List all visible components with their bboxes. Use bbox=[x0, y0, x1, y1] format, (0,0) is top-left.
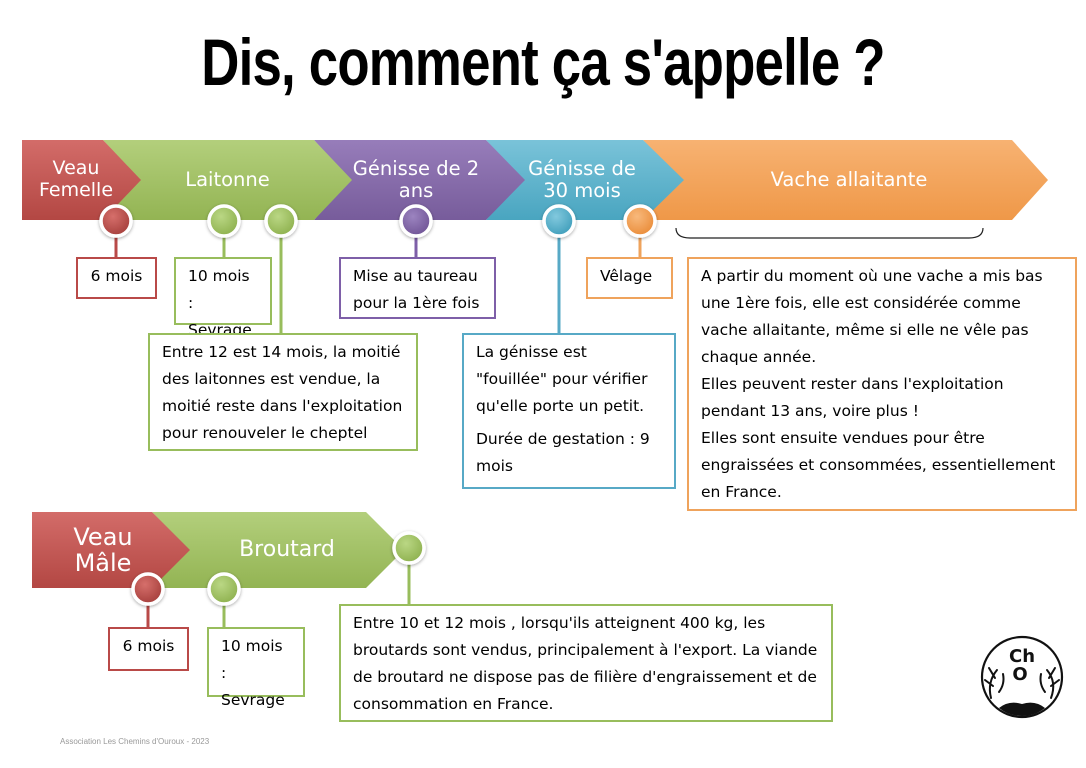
arrow-vache-allaitante bbox=[643, 140, 1048, 220]
stage-label-vache-allaitante: Vache allaitante bbox=[770, 167, 928, 191]
footer-credit: Association Les Chemins d'Ouroux - 2023 bbox=[60, 737, 210, 746]
box-male-six-months: 6 mois bbox=[108, 627, 189, 671]
arrow-genisse-30-mois bbox=[486, 140, 684, 220]
logo-text-top: Ch bbox=[1009, 646, 1035, 667]
association-logo: Ch O bbox=[980, 635, 1064, 719]
arrow-veau-male bbox=[32, 512, 190, 588]
arrow-laitonne bbox=[103, 140, 352, 220]
dot bbox=[542, 204, 576, 238]
dot bbox=[131, 572, 165, 606]
male-timeline bbox=[32, 512, 404, 588]
stage-label-genisse-2-ans: Génisse de 2 ans bbox=[352, 156, 480, 202]
logo-text-bottom: O bbox=[1012, 664, 1027, 685]
bracket bbox=[675, 227, 984, 239]
box-laitonne-sale: Entre 12 est 14 mois, la moitié des lait… bbox=[148, 333, 418, 451]
box-mating: Mise au taureau pour la 1ère fois bbox=[339, 257, 496, 319]
box-pregnancy-check: La génisse est "fouillée" pour vérifier … bbox=[462, 333, 676, 489]
arrow-genisse-2-ans bbox=[314, 140, 525, 220]
stage-label-genisse-30-mois: Génisse de 30 mois bbox=[528, 156, 636, 202]
dot bbox=[399, 204, 433, 238]
box-suckler-cow: A partir du moment où une vache a mis ba… bbox=[687, 257, 1077, 511]
dot bbox=[392, 531, 426, 565]
arrow-veau-femelle bbox=[22, 140, 141, 220]
page-title: Dis, comment ça s'appelle ? bbox=[201, 25, 885, 99]
box-weaning: 10 mois : Sevrage bbox=[174, 257, 272, 339]
stage-label-broutard: Broutard bbox=[239, 537, 335, 563]
timeline-dots bbox=[99, 204, 657, 606]
dot bbox=[623, 204, 657, 238]
stage-label-veau-male: Veau Mâle bbox=[73, 522, 133, 577]
box-six-months: 6 mois bbox=[76, 257, 157, 299]
stage-label-laitonne: Laitonne bbox=[185, 167, 270, 191]
dot bbox=[207, 572, 241, 606]
dot bbox=[207, 204, 241, 238]
arrow-broutard bbox=[152, 512, 404, 588]
stage-label-veau-femelle: Veau Femelle bbox=[38, 157, 114, 201]
dot bbox=[99, 204, 133, 238]
female-timeline bbox=[22, 140, 1048, 220]
box-calving: Vêlage bbox=[586, 257, 673, 299]
box-broutard-sale: Entre 10 et 12 mois , lorsqu'ils atteign… bbox=[339, 604, 833, 722]
dot bbox=[264, 204, 298, 238]
box-male-weaning: 10 mois : Sevrage bbox=[207, 627, 305, 709]
